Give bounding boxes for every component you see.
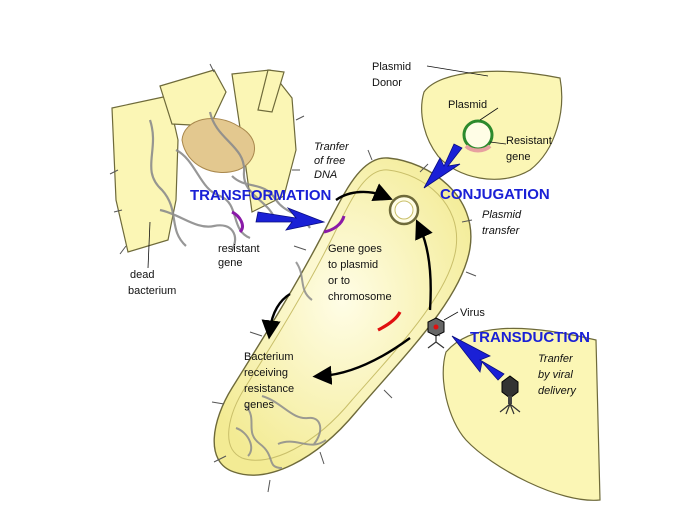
receiving-bacterium-body: [213, 157, 472, 476]
transduction-label: TRANSDUCTION: [470, 329, 590, 346]
received-resistant-gene: [323, 215, 346, 234]
transformation-note-line1: Tranfer: [314, 141, 350, 153]
plasmid-label: Plasmid: [448, 99, 487, 111]
transduced-gene: [377, 311, 402, 332]
resistant-gene-free: [231, 210, 244, 234]
transformation-arrow: [255, 207, 326, 231]
virus-donor-cell: [442, 327, 601, 501]
receiver-plasmid-inner: [394, 200, 414, 220]
plasmid-donor-label-line1: Plasmid: [372, 61, 411, 73]
virus-label: Virus: [460, 307, 485, 319]
dead-bacterium-pili: [109, 63, 305, 255]
gene-destination-label-line4: chromosome: [328, 291, 392, 303]
dead-bacterium-leader: [147, 221, 151, 269]
donor-resistant-gene-label-line2: gene: [506, 151, 530, 163]
plasmid-donor-label-line2: Donor: [372, 77, 402, 89]
virus-icon: [427, 311, 459, 349]
chromosome-strands: [235, 261, 327, 469]
free-resistant-gene-label-line1: resistant: [218, 243, 260, 255]
donor-resistant-gene-label-line1: Resistant: [506, 135, 552, 147]
resistant-gene-label-leader: [489, 141, 507, 145]
conjugation-note-line1: Plasmid: [482, 209, 522, 221]
transformation-note-line3: DNA: [314, 169, 337, 181]
receiving-bacterium-label-line2: receiving: [244, 367, 288, 379]
plasmid-label-leader: [479, 107, 499, 121]
transduction-note-line1: Tranfer: [538, 353, 574, 365]
gene-destination-label-line2: to plasmid: [328, 259, 378, 271]
dead-bacterium-nucleoid: [181, 118, 255, 173]
free-resistant-gene-label-line2: gene: [218, 257, 242, 269]
dead-bacterium-shard: [257, 69, 285, 113]
conjugation-label: CONJUGATION: [440, 186, 550, 203]
dead-bacterium-fragment-top: [159, 69, 227, 127]
plasmid-donor-cell: [421, 65, 563, 180]
virus-donor-cell-body: [442, 327, 601, 501]
dead-bacterium-label-line1: dead: [130, 269, 154, 281]
transduction-note-line3: delivery: [538, 385, 577, 397]
receiving-bacterium-inner-membrane: [228, 169, 458, 461]
transfer-arrows: [255, 143, 505, 381]
transduction-note-line2: by viral: [538, 369, 573, 381]
gene-destination-label-line1: Gene goes: [328, 243, 382, 255]
gene-cycle-arrows: [261, 183, 433, 385]
receiving-bacterium-label-line1: Bacterium: [244, 351, 294, 363]
transduction-arrow: [451, 335, 505, 381]
donor-plasmid: [462, 119, 494, 151]
transformation-note-line2: of free: [314, 155, 345, 167]
dead-bacterium-label-line2: bacterium: [128, 285, 176, 297]
gene-destination-label-line3: or to: [328, 275, 350, 287]
receiving-bacterium-label-line4: genes: [244, 399, 274, 411]
donor-resistant-gene: [464, 144, 492, 153]
conjugation-note-line2: transfer: [482, 225, 521, 237]
donor-label-leader: [426, 65, 489, 77]
receiving-bacterium: [211, 149, 477, 493]
phage-icon: [499, 375, 521, 415]
transformation-label: TRANSFORMATION: [190, 187, 331, 204]
dead-bacterium-fragment-left: [111, 95, 179, 253]
dead-bacterium: [109, 63, 311, 255]
conjugation-arrow: [423, 143, 463, 189]
receiving-bacterium-label-line3: resistance: [244, 383, 294, 395]
